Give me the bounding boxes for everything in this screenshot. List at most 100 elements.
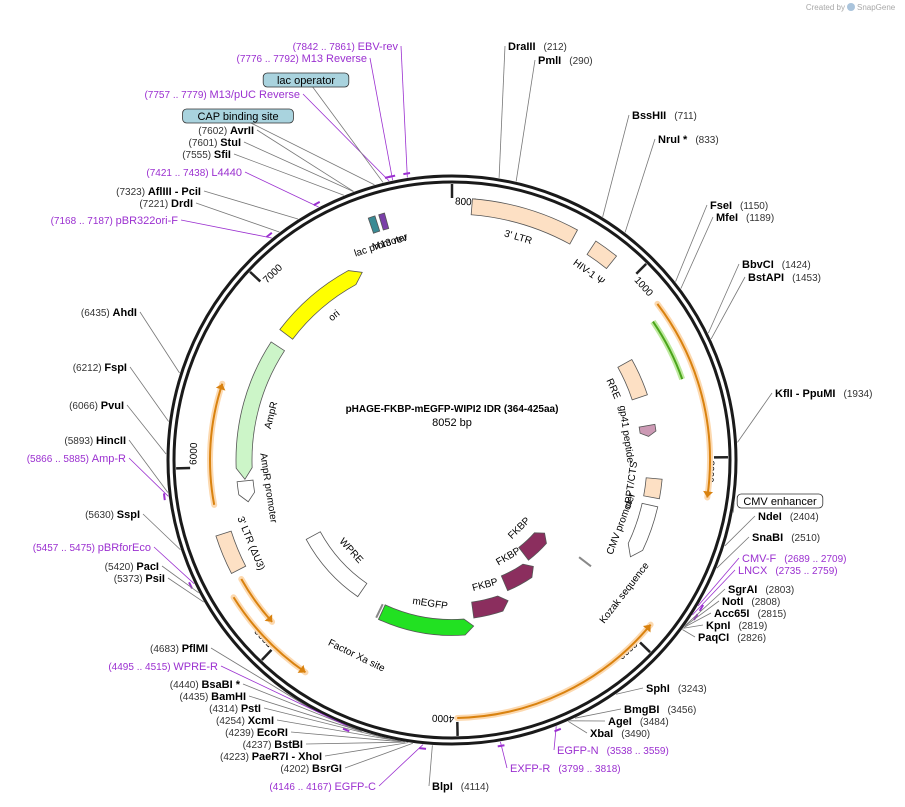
- feature-arrow: [236, 479, 256, 503]
- enzyme-coord: (2808): [751, 597, 780, 608]
- leader-line: [707, 263, 740, 334]
- enzyme-site-label: NotI(2808): [722, 596, 780, 608]
- enzyme-coord: (4254): [216, 716, 248, 727]
- enzyme-coord: (1934): [844, 389, 873, 400]
- enzyme-site-label: PaqCI(2826): [698, 632, 766, 644]
- backbone-outer-circle: [166, 174, 738, 746]
- feature-label: Kozak sequence: [598, 560, 652, 626]
- enzyme-coord: (4314): [209, 704, 241, 715]
- enzyme-name: BssHII: [632, 110, 666, 122]
- leader-line: [244, 171, 319, 208]
- enzyme-coord: (833): [695, 135, 718, 146]
- enzyme-site-label: (7323) AflIII - PciI: [116, 186, 201, 198]
- leader-line: [203, 190, 299, 220]
- enzyme-site-label: KpnI(2819): [706, 620, 767, 632]
- leader-line: [602, 114, 630, 218]
- backbone: [166, 174, 738, 746]
- feature-label: AmpR promoter: [257, 452, 279, 524]
- feature-label: Factor Xa site: [326, 638, 387, 675]
- orf-arrowhead: [642, 624, 651, 633]
- leader-line: [129, 366, 169, 422]
- leader-line: [515, 59, 536, 182]
- tick-mark: [639, 641, 651, 654]
- boxed-label-frame: [182, 108, 294, 124]
- enzyme-name: PaeR7I - XhoI: [252, 751, 322, 763]
- primer-range: (3799 .. 3818): [558, 764, 620, 775]
- primer-name: CMV-F: [742, 553, 777, 565]
- leader-line: [256, 129, 354, 192]
- feature-box: [305, 531, 368, 598]
- leader-line: [710, 276, 746, 340]
- feature-arrow: [235, 341, 286, 480]
- primer-label: (7842 .. 7861) EBV-rev: [293, 41, 399, 53]
- primer-range: (4146 .. 4167): [269, 782, 334, 793]
- leader-line: [553, 726, 557, 751]
- primer-site-mark: [698, 604, 705, 612]
- tick-label: 1000: [632, 275, 655, 299]
- feature-arrow: [518, 532, 547, 561]
- orf-arc: [209, 383, 224, 506]
- leader-line: [724, 515, 756, 547]
- enzyme-coord: (3484): [640, 717, 669, 728]
- enzyme-site-label: (6435) AhdI: [81, 307, 137, 319]
- leader-line: [378, 744, 424, 787]
- enzyme-site-label: BbvCI(1424): [742, 259, 811, 271]
- primer-site-mark: [419, 747, 427, 750]
- feature-box: [586, 240, 618, 270]
- enzyme-name: BamHI: [211, 691, 246, 703]
- leader-line: [680, 216, 714, 289]
- leader-line: [500, 741, 508, 769]
- leader-line: [683, 624, 704, 629]
- enzyme-coord: (1189): [746, 213, 774, 224]
- primer-label: CMV-F (2689 .. 2709): [742, 553, 847, 565]
- leader-line: [180, 219, 272, 239]
- enzyme-name: BsrGI: [312, 763, 342, 775]
- enzyme-name: MfeI: [716, 212, 738, 224]
- enzyme-name: PacI: [136, 561, 159, 573]
- enzyme-coord: (5420): [105, 562, 137, 573]
- enzyme-name: BbvCI: [742, 259, 774, 271]
- enzyme-site-label: BssHII(711): [632, 110, 697, 122]
- plasmid-name: pHAGE-FKBP-mEGFP-WIPI2 IDR (364-425aa): [346, 404, 559, 415]
- enzyme-site-label: DraIII(212): [508, 41, 567, 53]
- enzyme-site-label: (5630) SspI: [85, 509, 140, 521]
- primer-label: EXFP-R (3799 .. 3818): [510, 763, 621, 775]
- primer-name: L4440: [211, 167, 242, 179]
- enzyme-site-label: SnaBI(2510): [752, 532, 820, 544]
- feature-label: RRE: [604, 377, 623, 401]
- primer-name: EBV-rev: [358, 41, 399, 53]
- enzyme-coord: (5373): [114, 574, 146, 585]
- created-by-text: Created by: [806, 3, 845, 12]
- enzyme-name: PvuI: [101, 400, 124, 412]
- primer-range: (2689 .. 2709): [784, 554, 846, 565]
- primer-label: EGFP-N(3538 .. 3559): [557, 745, 669, 757]
- enzyme-name: PsiI: [145, 573, 165, 585]
- primer-name: EXFP-R: [510, 763, 550, 775]
- feature-label: FKBP: [494, 545, 522, 568]
- primer-name: EGFP-C: [334, 781, 376, 793]
- enzyme-coord: (6066): [69, 401, 101, 412]
- feature-box: [617, 358, 648, 401]
- enzyme-name: SphI: [646, 683, 670, 695]
- primer-range: (7757 .. 7779): [144, 90, 209, 101]
- leader-line: [290, 731, 405, 743]
- enzyme-site-label: (5420) PacI: [105, 561, 159, 573]
- primer-name: pBR322ori-F: [116, 215, 179, 227]
- orf-arc: [457, 624, 652, 719]
- enzyme-coord: (7221): [139, 199, 171, 210]
- enzyme-site-label: (6066) PvuI: [69, 400, 124, 412]
- primer-site-mark: [403, 172, 411, 176]
- enzyme-coord: (4683): [150, 644, 182, 655]
- feature-label: mEGFP: [412, 596, 449, 612]
- leader-line: [428, 745, 433, 787]
- leader-line: [716, 536, 750, 569]
- enzyme-site-label: KflI - PpuMI(1934): [775, 388, 872, 400]
- leader-line: [126, 404, 167, 455]
- primer-label: (5866 .. 5885) Amp-R: [27, 453, 126, 465]
- leader-line: [697, 557, 740, 607]
- feature-mark: [375, 603, 384, 619]
- enzyme-site-label: (4237) BstBI: [243, 739, 303, 751]
- enzyme-name: HincII: [96, 435, 126, 447]
- enzyme-coord: (2819): [738, 621, 767, 632]
- enzyme-name: XcmI: [248, 715, 274, 727]
